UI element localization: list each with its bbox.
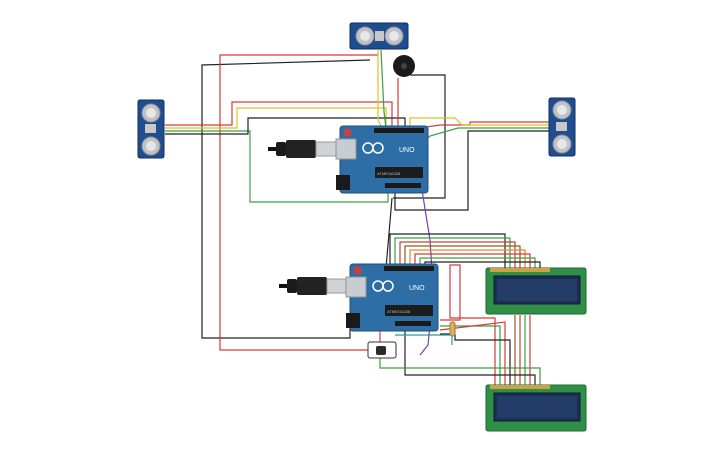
- small-component[interactable]: [367, 341, 397, 359]
- wire-yellow-right-sensor[interactable]: [409, 117, 550, 128]
- wire-green-lcd2-a[interactable]: [440, 325, 501, 385]
- wire-red-left-sensor[interactable]: [165, 101, 393, 128]
- wire-red-lcd1-b[interactable]: [414, 253, 531, 268]
- board-a-chip: ATMEGA328: [377, 171, 401, 176]
- usb-cable-a[interactable]: [268, 140, 339, 158]
- piezo-buzzer[interactable]: [393, 55, 415, 77]
- board-b-chip: ATMEGA328: [387, 309, 411, 314]
- wire-black-lcd1-b[interactable]: [424, 261, 541, 268]
- wires: [165, 49, 550, 385]
- wire-black-buzzer[interactable]: [393, 74, 446, 199]
- wire-black-lcd2-b[interactable]: [404, 325, 536, 385]
- wire-black-link[interactable]: [385, 197, 393, 269]
- wire-green-lcd2-c[interactable]: [379, 358, 541, 385]
- wire-red-lcd2-a[interactable]: [440, 264, 496, 385]
- ultrasonic-sensor-top[interactable]: [349, 22, 409, 50]
- wire-green-lcd1-b[interactable]: [419, 257, 536, 268]
- wire-green-left-sensor[interactable]: [165, 130, 389, 203]
- resistor[interactable]: [449, 321, 456, 337]
- wire-yellow-left-sensor[interactable]: [165, 107, 387, 129]
- wire-black-right-sensor[interactable]: [394, 130, 550, 211]
- wire-teal-link[interactable]: [395, 334, 453, 345]
- wire-yellow-top-sensor[interactable]: [377, 50, 383, 129]
- board-b-brand: UNO: [409, 285, 425, 292]
- wire-red-lcd2-b[interactable]: [439, 321, 506, 385]
- arduino-uno-a[interactable]: UNO ATMEGA328: [335, 125, 429, 194]
- usb-cable-b[interactable]: [279, 277, 350, 295]
- wire-brown-lcd1[interactable]: [404, 245, 521, 268]
- ultrasonic-sensor-left[interactable]: [137, 99, 165, 159]
- wire-green-lcd1-a[interactable]: [394, 237, 511, 268]
- board-a-brand: UNO: [399, 147, 415, 154]
- wire-black-left-sensor[interactable]: [165, 117, 406, 135]
- wire-green-top-sensor[interactable]: [380, 49, 387, 129]
- wire-black-lcd1-a[interactable]: [389, 233, 506, 268]
- ultrasonic-sensor-right[interactable]: [548, 97, 576, 157]
- lcd-display-top[interactable]: [485, 267, 587, 315]
- wire-green-right-sensor[interactable]: [427, 127, 550, 139]
- wire-orange-lcd1[interactable]: [409, 249, 526, 268]
- wire-purple-link[interactable]: [421, 189, 433, 271]
- wire-red-lcd1-a[interactable]: [399, 241, 516, 268]
- arduino-uno-b[interactable]: UNO ATMEGA328: [345, 263, 439, 332]
- wire-purple-lower[interactable]: [419, 324, 431, 356]
- lcd-display-bottom[interactable]: [485, 384, 587, 432]
- wire-black-left-loop[interactable]: [201, 59, 371, 339]
